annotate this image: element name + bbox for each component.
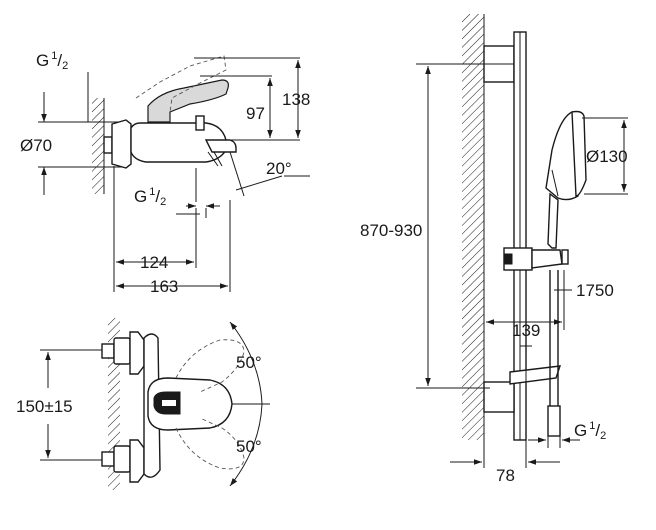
dim-124-label: 124 [140, 253, 168, 272]
dim-150-label: 150±15 [16, 397, 73, 416]
dim-138-label: 138 [282, 90, 310, 109]
wall-hatch-rail [462, 14, 484, 440]
wall-hatch-side [92, 98, 104, 194]
angle-50-bottom-label: 50° [236, 437, 262, 456]
dim-139-label: 139 [512, 321, 540, 340]
dim-163-label: 163 [150, 277, 178, 296]
dim-870-930-label: 870-930 [360, 221, 422, 240]
mixer-front-view: 50° 50° 150±15 [16, 318, 270, 490]
dim-1750-label: 1750 [576, 281, 614, 300]
diameter-130-label: Ø130 [586, 147, 628, 166]
angle-20-label: 20° [266, 159, 292, 178]
angle-50-top-label: 50° [236, 353, 262, 372]
dim-97-label: 97 [246, 104, 265, 123]
diameter-70-label: Ø70 [20, 136, 52, 155]
dim-78-label: 78 [496, 466, 515, 485]
